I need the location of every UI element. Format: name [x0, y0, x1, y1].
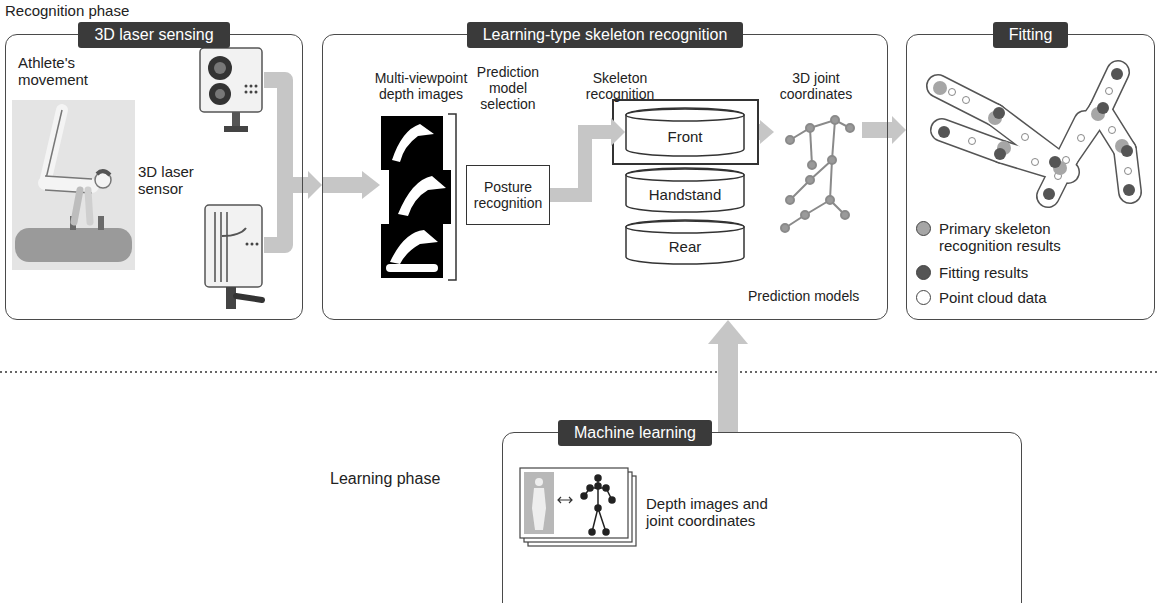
athlete-illustration [12, 100, 135, 270]
model-cylinder: Front [625, 108, 745, 156]
annotation-label: Recognition phase [5, 2, 205, 19]
node-text: Posture recognition [472, 179, 544, 211]
legend-swatch [916, 221, 931, 236]
flow-arrow [550, 118, 625, 195]
flow-band [264, 80, 888, 245]
arrow-head [892, 116, 906, 144]
node-text: Front [667, 128, 702, 145]
legend-swatch [916, 265, 931, 280]
cylinder-top [626, 221, 744, 233]
arrow-shaft [718, 343, 738, 432]
panel-frame: Machine learning [502, 432, 1022, 603]
laser-sensor-bottom [205, 205, 262, 309]
panel-heading: Learning-type skeleton recognition [467, 22, 744, 48]
laser-sensor-top [200, 48, 262, 132]
cylinder-top [626, 169, 744, 181]
panel-heading: 3D laser sensing [78, 22, 229, 48]
node-text: Rear [669, 238, 702, 255]
legend-text: Primary skeleton recognition results [939, 220, 1089, 255]
cylinder-top [626, 109, 744, 121]
model-cylinder: Handstand [625, 168, 745, 212]
cylinder-body [626, 168, 744, 212]
arrow-head [611, 118, 625, 146]
phase-separator [0, 371, 1158, 373]
panel-heading: Machine learning [558, 420, 712, 446]
joint-skeleton [781, 116, 854, 232]
flow-arrow [708, 320, 748, 432]
text-group: Front [667, 118, 702, 145]
legend-swatch [916, 290, 931, 305]
legend-text: Point cloud data [939, 289, 1047, 306]
model-cylinder: Rear [625, 220, 745, 264]
annotation-label: 3D joint coordinates [766, 70, 866, 102]
annotation-label: Skeleton recognition [572, 70, 668, 102]
flow-arrow [888, 116, 906, 144]
text-group: Posture recognition [472, 179, 544, 211]
annotation-label: Athlete's movement [18, 54, 118, 89]
annotation-label: Learning phase [330, 470, 480, 488]
process-box: Posture recognition [466, 165, 550, 225]
text-group: Handstand [649, 176, 722, 203]
selection-frame [613, 100, 758, 164]
depth-images [381, 114, 456, 280]
cylinder-body [626, 108, 744, 156]
legend-item: Point cloud data [916, 289, 1047, 306]
annotation-label: Prediction models [748, 288, 878, 304]
legend-text: Fitting results [939, 264, 1028, 281]
legend-item: Fitting results [916, 264, 1028, 281]
annotation-label: Prediction model selection [462, 64, 554, 112]
text-group: Rear [669, 228, 702, 255]
annotation-label: Multi-viewpoint depth images [362, 70, 480, 102]
panel-heading: Fitting [993, 22, 1069, 48]
cylinder-body [626, 220, 744, 264]
training-cards [520, 468, 636, 546]
flow-arrowhead [760, 120, 774, 144]
arrow-head [308, 171, 322, 199]
flow-arrow [303, 171, 322, 199]
fitting-illustration [933, 68, 1135, 200]
arrow-shaft [550, 132, 612, 195]
flow-arrowhead [362, 171, 380, 199]
legend-item: Primary skeleton recognition results [916, 220, 1089, 255]
arrow-head [708, 320, 748, 344]
node-text: Handstand [649, 186, 722, 203]
annotation-label: 3D laser sensor [138, 163, 204, 198]
annotation-label: Depth images and joint coordinates [646, 495, 786, 530]
